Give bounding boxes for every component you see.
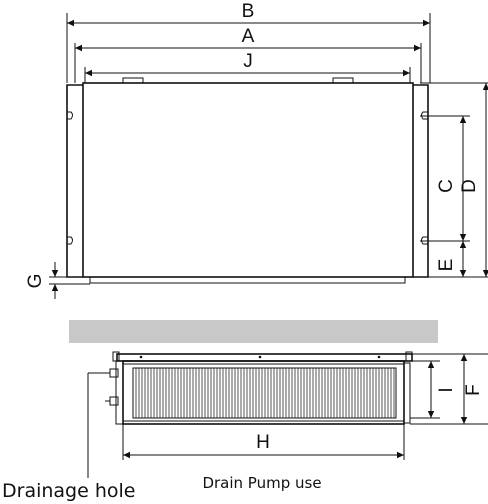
label-c: C xyxy=(436,179,457,193)
label-g: G xyxy=(25,274,46,289)
front-top-flange xyxy=(116,353,413,362)
ceiling-slab xyxy=(69,320,438,343)
label-e: E xyxy=(436,259,457,272)
label-f: F xyxy=(463,384,484,396)
right-hanger-bracket xyxy=(413,84,429,278)
label-b: B xyxy=(242,1,255,22)
label-h: H xyxy=(256,432,270,453)
drain-port-upper xyxy=(109,368,119,378)
front-view: I F H Drain Pump use Drainage hole xyxy=(2,320,488,502)
label-d: D xyxy=(459,179,480,193)
unit-body-outline xyxy=(82,82,414,278)
left-hanger-bracket xyxy=(66,84,83,278)
drain-pump-use-caption: Drain Pump use xyxy=(202,474,321,492)
drain-port-lower xyxy=(109,396,119,406)
heat-exchanger-fins xyxy=(132,367,397,419)
bottom-panel-lip xyxy=(89,276,406,284)
label-i: I xyxy=(436,387,457,392)
drainage-hole-caption: Drainage hole xyxy=(2,480,135,502)
label-a: A xyxy=(242,26,255,47)
top-view: B A J C D E G xyxy=(25,1,488,299)
label-j: J xyxy=(243,51,253,72)
